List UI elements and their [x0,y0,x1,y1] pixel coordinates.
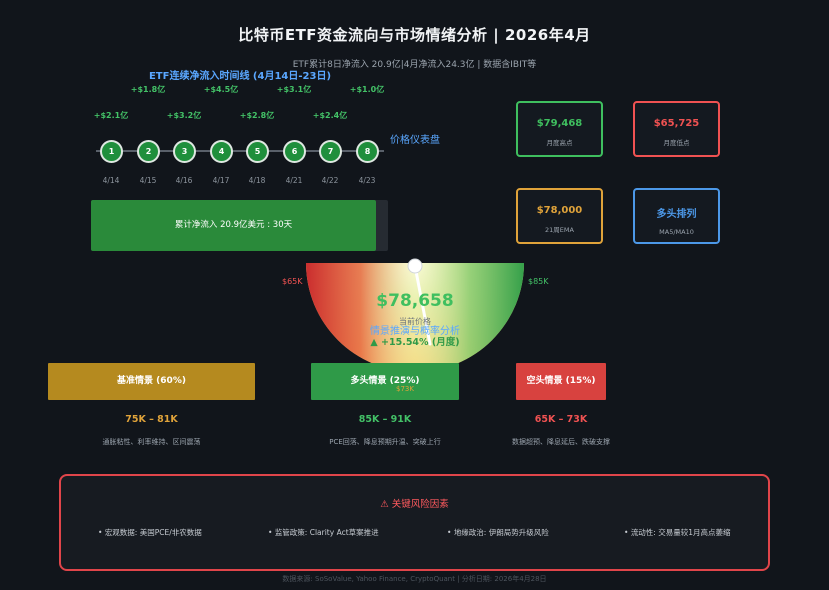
timeline-node[interactable]: 3 [173,140,196,163]
scenario-section-title: 情景推演与概率分析 [370,326,460,337]
card-monthly-high[interactable]: $79,468 月度高点 [516,101,603,157]
risk-item: • 监管政策: Clarity Act草案推进 [268,528,379,537]
timeline-flow-label: +$1.0亿 [349,85,385,94]
timeline-title: ETF连续净流入时间线 (4月14日-23日) [148,71,332,82]
timeline-flow-label: +$3.2亿 [166,111,202,120]
timeline-date-label: 4/15 [139,176,157,185]
risk-item: • 地缘政治: 伊朗局势升级风险 [447,528,549,537]
risk-item-text: 监管政策: Clarity Act草案推进 [274,528,379,537]
gauge-change: ▲ +15.54% (月度) [370,337,460,348]
timeline-date-label: 4/14 [102,176,120,185]
card-value: $78,000 [536,205,583,216]
scenario-bull-button[interactable]: 多头情景 (25%) [311,363,459,400]
timeline-flow-label: +$2.8亿 [239,111,275,120]
timeline-node[interactable]: 4 [210,140,233,163]
risk-item-text: 流动性: 交易量较1月高点萎缩 [630,528,731,537]
scenario-bull-extra: $73K [396,385,414,393]
gauge-arc-color [306,263,524,372]
price-gauge [306,258,524,372]
page-title: 比特币ETF资金流向与市场情绪分析 | 2026年4月 [238,26,591,44]
scenario-base-button[interactable]: 基准情景 (60%) [48,363,255,400]
risk-item: • 宏观数据: 美国PCE/非农数据 [98,528,202,537]
timeline-flow-label: +$4.5亿 [203,85,239,94]
risk-item-text: 宏观数据: 美国PCE/非农数据 [104,528,202,537]
timeline-node[interactable]: 5 [246,140,269,163]
timeline-date-label: 4/16 [175,176,193,185]
timeline-flow-label: +$2.1亿 [93,111,129,120]
timeline-date-label: 4/22 [321,176,339,185]
price-dashboard-label: 价格仪表盘 [390,135,440,146]
gauge-needle [413,264,432,346]
risk-title: ⚠ 关键风险因素 [380,499,449,510]
scenario-bull-range: 85K – 91K [358,414,412,425]
card-caption: 月度高点 [546,139,573,147]
gauge-price-caption: 当前价格 [399,317,431,326]
card-caption: 21周EMA [545,226,574,234]
card-value: $79,468 [536,118,583,129]
timeline-date-label: 4/17 [212,176,230,185]
scenario-base-range: 75K – 81K [125,414,178,425]
timeline-line [96,150,384,152]
scenario-bull-note: PCE回落、降息预期升温、突破上行 [329,438,441,446]
gauge-high-label: $85K [528,277,549,286]
timeline-node[interactable]: 1 [100,140,123,163]
card-value: $65,725 [653,118,700,129]
card-21w-ema[interactable]: $78,000 21周EMA [516,188,603,244]
card-caption: 月度低点 [663,139,690,147]
timeline-flow-label: +$2.4亿 [312,111,348,120]
timeline-flow-label: +$1.8亿 [130,85,166,94]
timeline-date-label: 4/23 [358,176,376,185]
timeline-node[interactable]: 8 [356,140,379,163]
scenario-bear-range: 65K – 73K [534,414,588,425]
timeline-node[interactable]: 6 [283,140,306,163]
scenario-bear-note: 数据超预、降息延后、跌破支撑 [512,438,610,446]
card-ma-alignment[interactable]: 多头排列 MA5/MA10 [633,188,720,244]
card-monthly-low[interactable]: $65,725 月度低点 [633,101,720,157]
risk-item-text: 地缘政治: 伊朗局势升级风险 [453,528,549,537]
timeline-flow-label: +$3.1亿 [276,85,312,94]
scenario-bear-button[interactable]: 空头情景 (15%) [516,363,606,400]
timeline-date-label: 4/21 [285,176,303,185]
risk-item: • 流动性: 交易量较1月高点萎缩 [624,528,731,537]
timeline-node[interactable]: 2 [137,140,160,163]
timeline-date-label: 4/18 [248,176,266,185]
gauge-low-label: $65K [282,277,303,286]
gauge-needle-cap [407,258,423,274]
page-subtitle: ETF累计8日净流入 20.9亿|4月净流入24.3亿 | 数据含IBIT等 [292,60,537,70]
scenario-base-note: 通胀粘性、利率维持、区间震荡 [102,438,201,446]
card-value: 多头排列 [656,209,697,220]
card-caption: MA5/MA10 [659,228,694,236]
timeline-node[interactable]: 7 [319,140,342,163]
footer-source: 数据来源: SoSoValue, Yahoo Finance, CryptoQu… [282,575,547,583]
risk-panel [59,474,770,571]
summary-bar-fill: 累计净流入 20.9亿美元 : 30天 [91,200,376,251]
gauge-price: $78,658 [376,291,454,311]
